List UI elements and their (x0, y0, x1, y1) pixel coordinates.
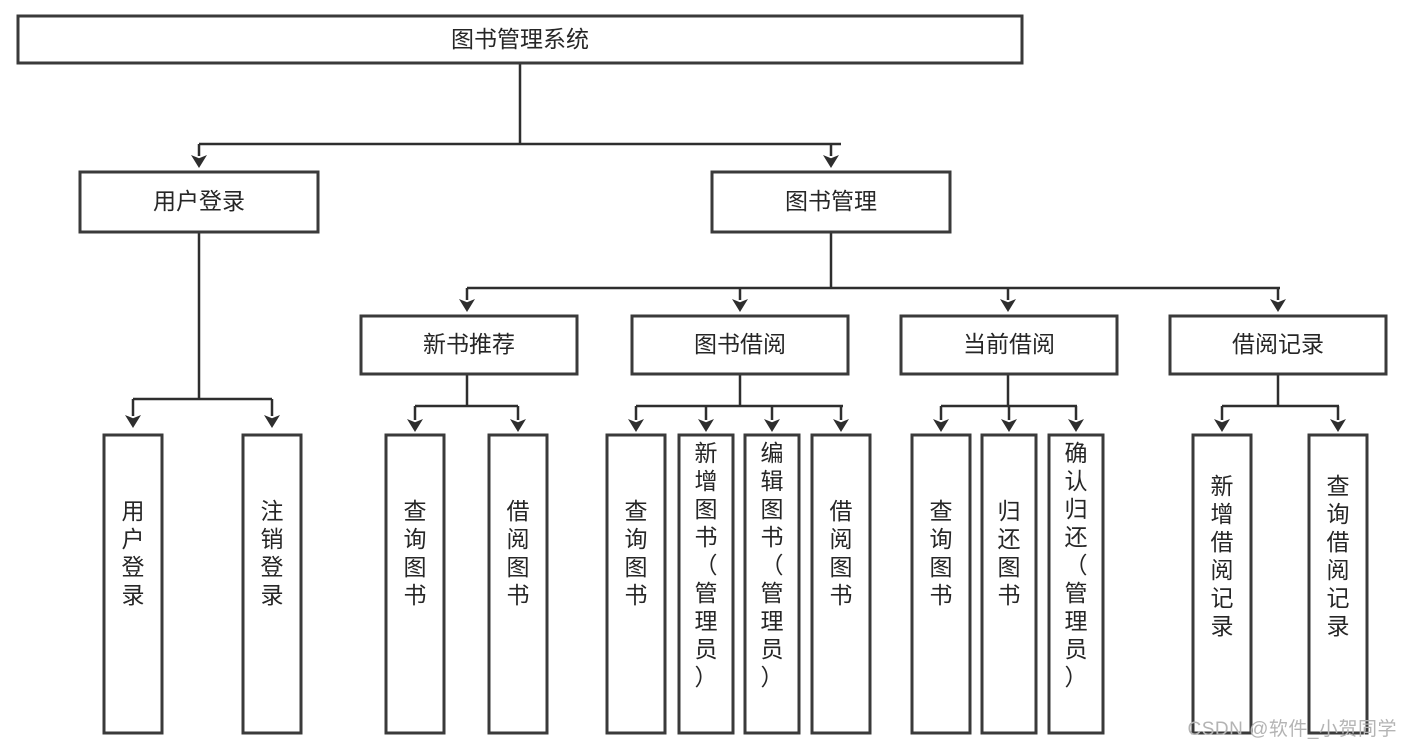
node-leaf-add-book-admin-box[interactable] (677, 433, 735, 735)
node-book-borrow[interactable]: 图书借阅 (630, 314, 850, 376)
node-leaf-confirm-return-admin-box[interactable] (1047, 433, 1105, 735)
node-leaf-add-borrow-record[interactable]: 新增借阅记录 (1191, 433, 1253, 735)
node-root-label: 图书管理系统 (451, 26, 589, 52)
node-leaf-return-book-label: 归还图书 (998, 498, 1021, 608)
node-borrow-record[interactable]: 借阅记录 (1168, 314, 1388, 376)
node-leaf-add-book-admin[interactable]: 新增图书（管理员） (677, 433, 735, 735)
edges-bookmgmt-to-level3 (459, 232, 1286, 312)
node-book-management-label: 图书管理 (785, 188, 877, 214)
node-leaf-logout-label: 注销登录 (261, 498, 284, 608)
node-leaf-query-book-2-label: 查询图书 (625, 498, 648, 608)
node-root[interactable]: 图书管理系统 (16, 14, 1024, 65)
node-leaf-borrow-book-1-label: 借阅图书 (507, 498, 530, 608)
node-new-book-recommend[interactable]: 新书推荐 (359, 314, 579, 376)
node-current-borrow[interactable]: 当前借阅 (899, 314, 1119, 376)
node-leaf-add-borrow-record-label: 新增借阅记录 (1211, 473, 1234, 639)
node-leaf-confirm-return-admin[interactable]: 确认归还（管理员） (1047, 433, 1105, 735)
node-borrow-record-box[interactable] (1168, 314, 1388, 376)
node-leaf-add-borrow-record-box[interactable] (1191, 433, 1253, 735)
node-book-borrow-box[interactable] (630, 314, 850, 376)
node-book-management-box[interactable] (710, 170, 952, 234)
node-leaf-query-book-2[interactable]: 查询图书 (605, 433, 667, 735)
node-leaf-borrow-book-2-label: 借阅图书 (830, 498, 853, 608)
node-leaf-query-book-1-label: 查询图书 (404, 498, 427, 608)
node-book-borrow-label: 图书借阅 (694, 331, 786, 357)
node-leaf-edit-book-admin-box[interactable] (743, 433, 801, 735)
node-leaf-logout-box[interactable] (241, 433, 303, 735)
edges-borrow-to-leaves (628, 375, 849, 432)
node-new-book-recommend-box[interactable] (359, 314, 579, 376)
node-leaf-borrow-book-1[interactable]: 借阅图书 (487, 433, 549, 735)
node-root-box[interactable] (16, 14, 1024, 65)
node-leaf-edit-book-admin[interactable]: 编辑图书（管理员） (743, 433, 801, 735)
node-current-borrow-box[interactable] (899, 314, 1119, 376)
node-new-book-recommend-label: 新书推荐 (423, 331, 515, 357)
node-leaf-query-borrow-record[interactable]: 查询借阅记录 (1307, 433, 1369, 735)
node-leaf-query-borrow-record-label: 查询借阅记录 (1327, 473, 1350, 639)
node-user-login-label: 用户登录 (153, 188, 245, 214)
edges-newbook-to-leaves (407, 375, 526, 432)
edges-record-to-leaves (1214, 375, 1346, 432)
node-leaf-query-book-1[interactable]: 查询图书 (384, 433, 446, 735)
edges-userlogin-to-leaves (125, 232, 280, 428)
node-leaf-borrow-book-1-box[interactable] (487, 433, 549, 735)
node-leaf-add-book-admin-label: 新增图书（管理员） (695, 440, 718, 690)
node-leaf-query-book-3-box[interactable] (910, 433, 972, 735)
node-leaf-query-book-3-label: 查询图书 (930, 498, 953, 608)
edges-current-to-leaves (933, 375, 1084, 432)
node-leaf-return-book[interactable]: 归还图书 (980, 433, 1038, 735)
node-borrow-record-label: 借阅记录 (1232, 331, 1324, 357)
node-user-login-box[interactable] (78, 170, 320, 234)
node-book-management[interactable]: 图书管理 (710, 170, 952, 234)
node-current-borrow-label: 当前借阅 (963, 331, 1055, 357)
node-leaf-edit-book-admin-label: 编辑图书（管理员） (761, 440, 784, 690)
node-leaf-user-login[interactable]: 用户登录 (102, 433, 164, 735)
edges-root-to-level2 (191, 63, 841, 168)
node-leaf-confirm-return-admin-label: 确认归还（管理员） (1065, 440, 1088, 690)
node-leaf-logout[interactable]: 注销登录 (241, 433, 303, 735)
node-leaf-borrow-book-2-box[interactable] (810, 433, 872, 735)
node-leaf-query-book-3[interactable]: 查询图书 (910, 433, 972, 735)
node-leaf-user-login-box[interactable] (102, 433, 164, 735)
node-leaf-return-book-box[interactable] (980, 433, 1038, 735)
node-leaf-user-login-label: 用户登录 (122, 498, 145, 608)
node-leaf-query-borrow-record-box[interactable] (1307, 433, 1369, 735)
node-leaf-query-book-1-box[interactable] (384, 433, 446, 735)
node-leaf-query-book-2-box[interactable] (605, 433, 667, 735)
node-leaf-borrow-book-2[interactable]: 借阅图书 (810, 433, 872, 735)
node-user-login[interactable]: 用户登录 (78, 170, 320, 234)
